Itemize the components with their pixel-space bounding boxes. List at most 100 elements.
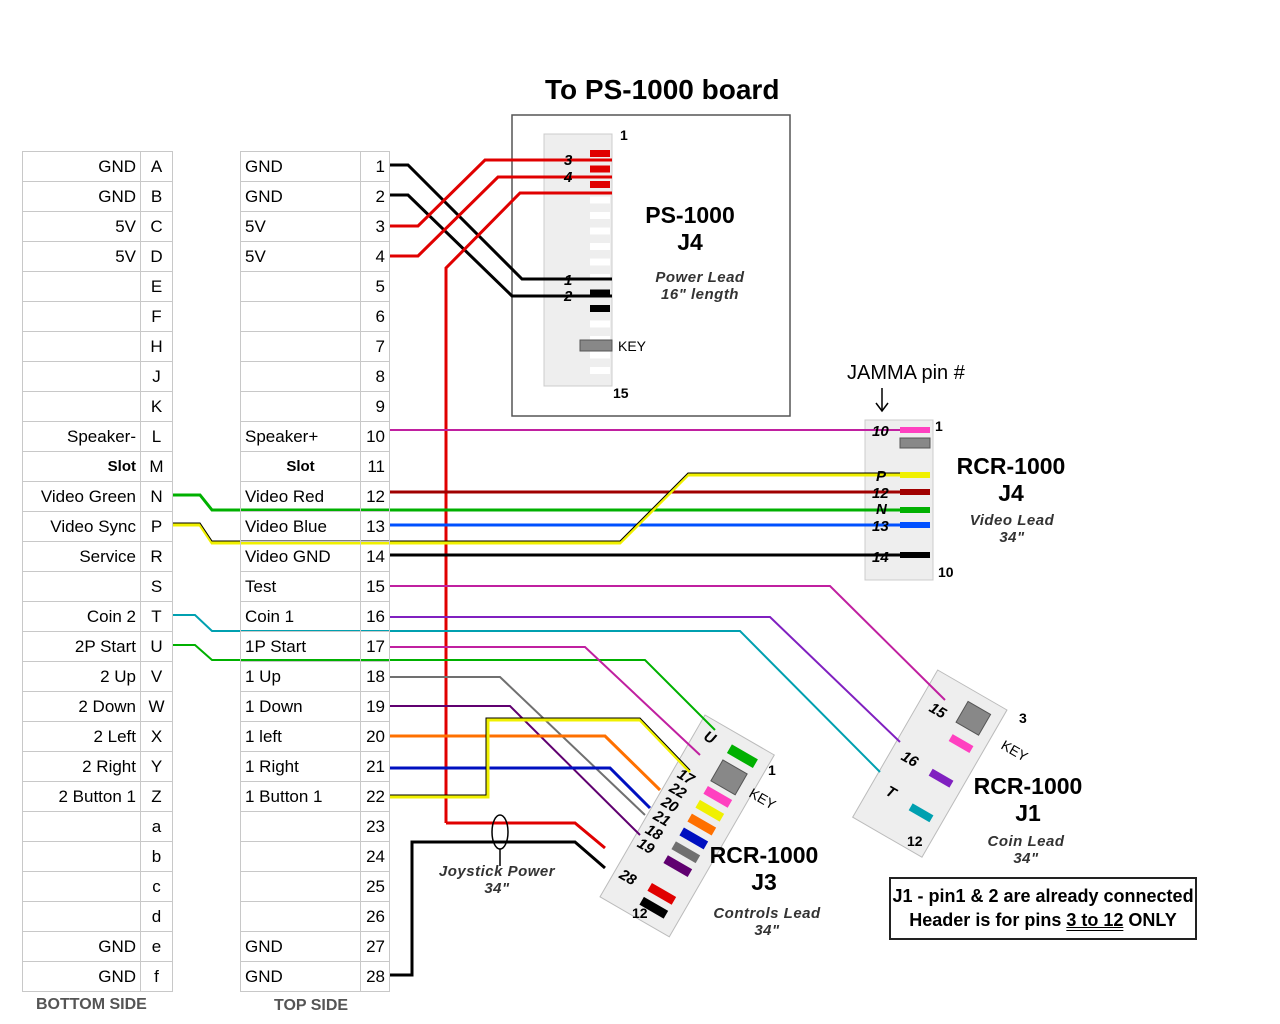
pin-row: Speaker+10 (240, 421, 390, 452)
rcr-j3-key-label: KEY (747, 785, 780, 813)
pin-function (22, 811, 141, 842)
rcr-j3-label-18: 18 (642, 821, 666, 844)
pin-row: H (22, 331, 173, 362)
rcr-j4-name: RCR-1000 (956, 453, 1066, 479)
pin-id: E (140, 271, 173, 302)
wire-1-down (390, 705, 641, 836)
pin-id: H (140, 331, 173, 362)
pin-row: Speaker-L (22, 421, 173, 452)
wire-2p-start (172, 644, 716, 731)
ps1000-slot (590, 181, 610, 188)
pin-id: 5 (360, 271, 390, 302)
pin-id: 26 (360, 901, 390, 932)
pin-function: 5V (22, 241, 141, 272)
pin-function: 1 Up (240, 661, 361, 692)
pin-function: GND (240, 151, 361, 182)
pin-function (240, 391, 361, 422)
pin-function: GND (22, 961, 141, 992)
pin-function (22, 571, 141, 602)
pin-row: 6 (240, 301, 390, 332)
wire-5v-3 (390, 158, 612, 228)
pin-row: 24 (240, 841, 390, 872)
pin-id: R (140, 541, 173, 572)
ps1000-name: PS-1000 (645, 202, 735, 228)
pin-function: Test (240, 571, 361, 602)
wire-5v-joystick (444, 191, 612, 823)
pin-id: 22 (360, 781, 390, 812)
pin-row: d (22, 901, 173, 932)
ps1000-pin-first: 1 (620, 127, 628, 143)
pin-id: 3 (360, 211, 390, 242)
rcr-j1-connector (851, 669, 1008, 858)
ps1000-slot (590, 150, 610, 157)
pin-id: Z (140, 781, 173, 812)
pin-id: 1 (360, 151, 390, 182)
pin-function: Slot (240, 451, 361, 482)
pin-function (22, 391, 141, 422)
rcr-j4-lead-length: 34" (999, 529, 1025, 546)
ps1000-title: PS-1000 J4 (640, 202, 740, 256)
jamma-arrow-head-icon (875, 402, 889, 413)
pin-id: 15 (360, 571, 390, 602)
ps1000-label-1: 1 (564, 272, 572, 289)
pin-id: N (140, 481, 173, 512)
pin-row: K (22, 391, 173, 422)
rcr-j4-key-slot (899, 437, 931, 449)
rcr-j1-lead-name: Coin Lead (987, 833, 1065, 850)
wire-video-sync (172, 473, 930, 545)
pin-id: 24 (360, 841, 390, 872)
pin-id: J (140, 361, 173, 392)
pin-id: 2 (360, 181, 390, 212)
pin-id: C (140, 211, 173, 242)
pin-id: 10 (360, 421, 390, 452)
pin-id: a (140, 811, 173, 842)
pin-id: T (140, 601, 173, 632)
pin-id: 23 (360, 811, 390, 842)
rcr-j1-pin-last: 12 (907, 833, 923, 849)
pin-function: Video Green (22, 481, 141, 512)
rcr-j4-label-13: 13 (872, 518, 889, 535)
pin-row: 8 (240, 361, 390, 392)
pin-id: 27 (360, 931, 390, 962)
pin-row: 5 (240, 271, 390, 302)
pin-function (240, 871, 361, 902)
ps1000-slot (590, 351, 610, 359)
pin-id: S (140, 571, 173, 602)
pin-row: 7 (240, 331, 390, 362)
pin-id: 16 (360, 601, 390, 632)
wire-5v-j3 (446, 821, 606, 850)
rcr-j1-pin-first: 3 (1019, 710, 1027, 726)
pin-function: Slot (22, 451, 141, 482)
ps1000-label-4: 4 (563, 169, 573, 186)
pin-function: 2 Up (22, 661, 141, 692)
pin-function: Video GND (240, 541, 361, 572)
pin-function: 1P Start (240, 631, 361, 662)
rcr-j4-label-p: P (876, 468, 887, 485)
wire-1-up (390, 676, 646, 816)
pin-id: f (140, 961, 173, 992)
pin-id: 21 (360, 751, 390, 782)
rcr-j4-label-12: 12 (872, 485, 889, 502)
rcr-j4-pin-first: 1 (935, 418, 943, 434)
pin-function (22, 361, 141, 392)
pin-function: 1 Down (240, 691, 361, 722)
pin-function: 2 Down (22, 691, 141, 722)
pin-id: 8 (360, 361, 390, 392)
wire-gnd-28 (390, 840, 606, 977)
pin-function: GND (240, 931, 361, 962)
